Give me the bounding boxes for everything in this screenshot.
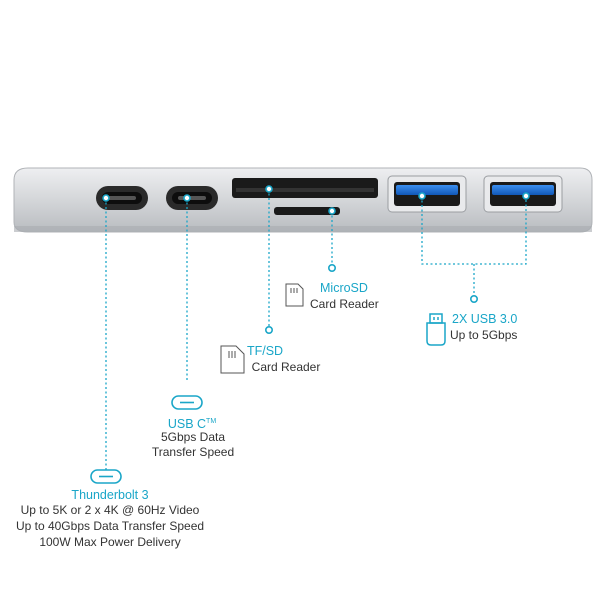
thunderbolt-port [96,186,148,210]
thunderbolt-line-3: 100W Max Power Delivery [39,535,181,549]
usb-c-port [166,186,218,210]
usb3-line-1: Up to 5Gbps [450,328,518,342]
leader-lines [105,189,527,470]
usb3-title: 2X USB 3.0 [452,312,518,326]
sd-card-slot [232,178,378,198]
sd-card-icon [220,345,245,374]
usbc-line-2: Transfer Speed [151,445,235,459]
thunderbolt-line-2: Up to 40Gbps Data Transfer Speed [15,519,205,533]
microsd-line-1: Card Reader [310,297,379,311]
tfsd-line-1: Card Reader [251,360,321,374]
usbc-port-icon [171,395,203,410]
thunderbolt-line-1: Up to 5K or 2 x 4K @ 60Hz Video [20,503,200,517]
leader-dots [102,185,530,334]
usb-plug-icon [426,313,446,346]
microsd-card-slot [274,207,340,215]
thunderbolt-title: Thunderbolt 3 [71,488,149,502]
usbc-line-1: 5Gbps Data [160,430,226,444]
usb-a-port-1 [387,175,467,213]
tfsd-title: TF/SD [246,344,284,358]
usbc-title-text: USB C [167,417,207,432]
usbc-trademark: TM [206,418,217,425]
microsd-card-icon [285,283,304,307]
thunderbolt-usb-c-icon [90,469,122,484]
microsd-title: MicroSD [320,281,368,295]
usbc-title: USB CTM [168,414,216,432]
